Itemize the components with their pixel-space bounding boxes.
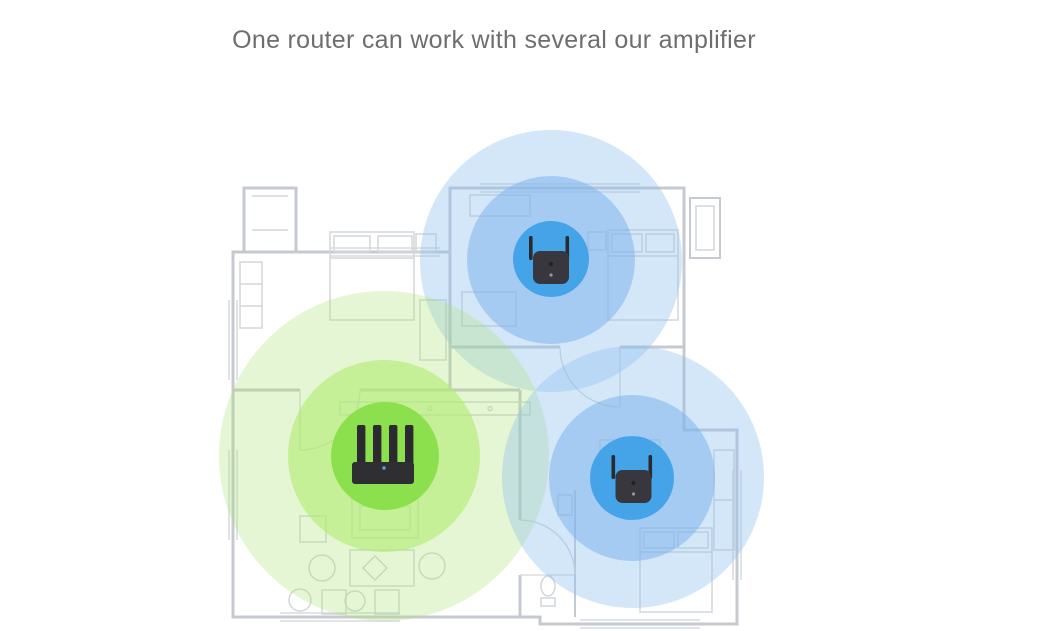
window: [280, 612, 400, 622]
nightstand: [415, 233, 437, 253]
amplifier-dot: [548, 261, 554, 267]
door-arc: [519, 519, 576, 576]
wardrobe: [713, 449, 735, 551]
antenna: [389, 425, 398, 465]
window: [580, 619, 700, 629]
wifi-amplifier-icon-top: [529, 236, 570, 284]
window: [228, 300, 238, 380]
pillow: [333, 235, 413, 253]
amplifier-body: [615, 470, 652, 503]
amplifier-led: [631, 492, 636, 496]
chair: [308, 554, 336, 582]
amplifier-body: [533, 251, 569, 284]
ac-unit: [689, 197, 721, 259]
knob: [487, 405, 493, 412]
window: [330, 247, 440, 257]
toilet: [540, 575, 556, 597]
shelf: [252, 195, 288, 231]
router-icon: [352, 425, 414, 484]
window: [732, 470, 742, 580]
router-antennas: [357, 425, 414, 465]
antenna: [373, 425, 382, 465]
amplifier-antennas: [529, 236, 570, 260]
router-led: [382, 466, 386, 470]
antenna: [405, 425, 414, 465]
antenna: [611, 455, 616, 479]
seat: [321, 589, 347, 615]
wardrobe: [239, 261, 263, 329]
page-title: One router can work with several our amp…: [232, 26, 756, 54]
coverage-circles: [219, 130, 764, 621]
amplifier-dot: [631, 480, 636, 486]
chair: [344, 590, 366, 612]
balcony-wall: [242, 186, 298, 252]
router-inner-circle: [331, 402, 439, 510]
chair: [418, 552, 446, 580]
floorplan-walls: [231, 186, 739, 626]
antenna: [357, 425, 366, 465]
wifi-amplifier-icon-bottom: [611, 455, 653, 503]
antenna: [529, 236, 533, 260]
desk: [419, 299, 447, 361]
seat: [374, 589, 400, 615]
chair: [361, 554, 389, 582]
chair: [288, 588, 312, 612]
exterior-wall: [231, 186, 739, 626]
ac-inner: [695, 205, 715, 251]
amplifier-led: [549, 273, 553, 277]
window: [228, 450, 238, 540]
router-body: [352, 462, 414, 484]
bed: [329, 231, 415, 321]
toilet-tank: [540, 597, 556, 607]
